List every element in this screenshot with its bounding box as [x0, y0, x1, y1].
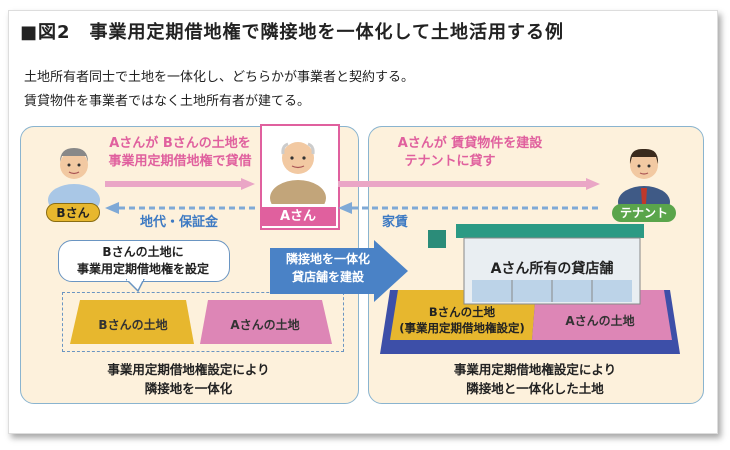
- intro-line-1: 土地所有者同士で土地を一体化し、どちらかが事業者と契約する。: [24, 70, 415, 85]
- left-top-text-1: Aさんが Bさんの土地を: [109, 136, 251, 151]
- bubble-line-2: 事業用定期借地権を設定: [76, 262, 209, 276]
- right-caption-2: 隣接地と一体化した土地: [466, 381, 604, 396]
- store-building-icon: [428, 224, 644, 305]
- left-top-text-2: 事業用定期借地権で貸借: [108, 154, 252, 169]
- right-bottom-text: 家賃: [382, 215, 409, 230]
- tenant-label: テナント: [612, 204, 676, 222]
- right-top-text-2: テナントに貸す: [404, 154, 496, 169]
- right-b-land-label: Bさんの土地: [428, 305, 496, 319]
- speech-bubble: [58, 240, 230, 282]
- left-caption-2: 隣接地を一体化: [144, 381, 233, 396]
- bubble-tail: [126, 279, 145, 293]
- person-a-label: Aさん: [260, 207, 336, 226]
- middle-arrow-text-2: 貸店舗を建設: [291, 270, 364, 284]
- person-b-icon: [48, 148, 100, 208]
- bubble-line-1: Bさんの土地に: [102, 245, 184, 259]
- left-caption-1: 事業用定期借地権設定により: [107, 362, 270, 377]
- left-lands: [70, 300, 332, 344]
- right-arrows: [338, 178, 600, 214]
- tenant-icon: [618, 148, 670, 208]
- right-a-land-label: Aさんの土地: [565, 314, 635, 328]
- left-b-land-label: Bさんの土地: [98, 318, 168, 332]
- middle-arrow-text-1: 隣接地を一体化: [285, 252, 370, 266]
- left-bottom-text: 地代・保証金: [140, 215, 219, 230]
- right-caption-1: 事業用定期借地権設定により: [453, 362, 617, 377]
- left-arrows: [105, 178, 255, 214]
- left-a-land-label: Aさんの土地: [230, 318, 300, 332]
- right-b-land-note: (事業用定期借地権設定): [399, 321, 525, 335]
- store-label: Aさん所有の貸店舗: [490, 261, 614, 277]
- intro-line-2: 賃貸物件を事業者ではなく土地所有者が建てる。: [24, 94, 311, 109]
- person-a-icon: [270, 142, 326, 204]
- person-b-label: Bさん: [46, 203, 100, 222]
- figure-title: ■図2 事業用定期借地権で隣接地を一体化して土地活用する例: [20, 22, 564, 43]
- middle-arrow: [270, 240, 408, 302]
- land-dashed-outline: [62, 292, 344, 352]
- right-top-text-1: Aさんが 賃貸物件を建設: [397, 136, 543, 151]
